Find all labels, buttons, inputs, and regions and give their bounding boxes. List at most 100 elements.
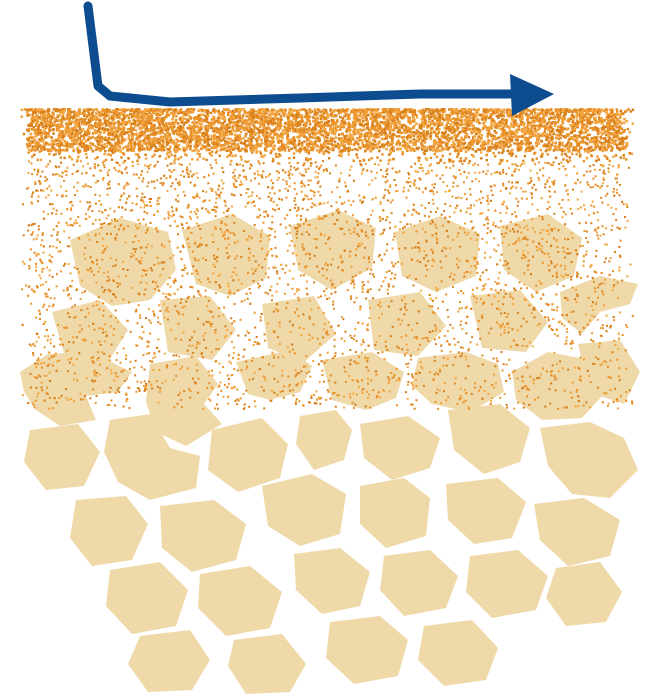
fine-particle bbox=[428, 202, 430, 204]
fine-particle bbox=[601, 363, 603, 365]
fine-particle bbox=[98, 296, 100, 298]
fine-particle bbox=[365, 357, 367, 359]
fine-particle bbox=[632, 315, 634, 317]
fine-particle bbox=[102, 245, 104, 247]
fine-particle bbox=[607, 204, 609, 206]
fine-particle bbox=[446, 185, 448, 187]
fine-particle bbox=[377, 304, 379, 306]
fine-particle bbox=[508, 327, 510, 329]
fine-particle bbox=[552, 228, 554, 230]
fine-particle bbox=[102, 238, 104, 240]
fine-particle bbox=[511, 328, 513, 330]
fine-particle bbox=[449, 167, 451, 169]
fine-particle bbox=[530, 170, 532, 172]
fine-particle bbox=[391, 300, 393, 302]
fine-particle bbox=[219, 363, 221, 365]
fine-particle bbox=[135, 129, 137, 131]
fine-particle bbox=[344, 331, 346, 333]
fine-particle bbox=[320, 165, 322, 167]
fine-particle bbox=[309, 258, 311, 260]
fine-particle bbox=[476, 301, 478, 303]
fine-particle bbox=[362, 323, 364, 325]
fine-particle bbox=[357, 245, 359, 247]
fine-particle bbox=[474, 382, 476, 384]
fine-particle bbox=[328, 321, 330, 323]
fine-particle bbox=[549, 206, 551, 208]
fine-particle bbox=[146, 205, 148, 207]
fine-particle bbox=[611, 225, 613, 227]
fine-particle bbox=[422, 338, 424, 340]
grain bbox=[296, 410, 352, 470]
fine-particle bbox=[157, 317, 159, 319]
fine-particle bbox=[389, 391, 391, 393]
fine-particle bbox=[180, 399, 182, 401]
fine-particle bbox=[121, 216, 123, 218]
fine-particle bbox=[296, 230, 298, 232]
fine-particle bbox=[233, 222, 235, 224]
fine-particle bbox=[157, 257, 159, 259]
fine-particle bbox=[154, 187, 156, 189]
fine-particle bbox=[249, 252, 251, 254]
fine-particle bbox=[40, 159, 42, 161]
fine-particle bbox=[529, 182, 531, 184]
fine-particle bbox=[495, 383, 497, 385]
fine-particle bbox=[564, 257, 566, 259]
fine-particle bbox=[381, 153, 383, 155]
fine-particle bbox=[152, 357, 154, 359]
fine-particle bbox=[137, 381, 139, 383]
fine-particle bbox=[393, 233, 395, 235]
fine-particle bbox=[502, 226, 504, 228]
fine-particle bbox=[175, 375, 177, 377]
fine-particle bbox=[146, 353, 148, 355]
fine-particle bbox=[43, 190, 45, 192]
fine-particle bbox=[583, 405, 585, 407]
fine-particle bbox=[343, 233, 345, 235]
fine-particle bbox=[102, 328, 104, 330]
fine-particle bbox=[358, 386, 360, 388]
fine-particle bbox=[539, 232, 541, 234]
fine-particle bbox=[563, 211, 565, 213]
fine-particle bbox=[398, 123, 400, 125]
fine-particle bbox=[109, 223, 111, 225]
fine-particle bbox=[245, 178, 247, 180]
fine-particle bbox=[234, 169, 236, 171]
fine-particle bbox=[384, 277, 386, 279]
fine-particle bbox=[286, 233, 288, 235]
fine-particle bbox=[303, 366, 305, 368]
fine-particle bbox=[384, 194, 386, 196]
fine-particle bbox=[350, 204, 352, 206]
fine-particle bbox=[91, 210, 93, 212]
fine-particle bbox=[466, 234, 468, 236]
fine-particle bbox=[70, 201, 72, 203]
fine-particle bbox=[46, 188, 48, 190]
fine-particle bbox=[285, 265, 287, 267]
fine-particle bbox=[88, 325, 90, 327]
fine-particle bbox=[515, 155, 517, 157]
fine-particle bbox=[273, 392, 275, 394]
fine-particle bbox=[452, 165, 454, 167]
fine-particle bbox=[413, 300, 415, 302]
fine-particle bbox=[174, 278, 176, 280]
fine-particle bbox=[401, 153, 403, 155]
fine-particle bbox=[565, 340, 567, 342]
fine-particle bbox=[460, 320, 462, 322]
fine-particle bbox=[460, 173, 462, 175]
fine-particle bbox=[257, 283, 259, 285]
fine-particle bbox=[484, 257, 486, 259]
fine-particle bbox=[561, 314, 563, 316]
fine-particle bbox=[303, 175, 305, 177]
fine-particle bbox=[585, 237, 587, 239]
fine-particle bbox=[567, 248, 569, 250]
fine-particle bbox=[276, 291, 278, 293]
fine-particle bbox=[371, 157, 373, 159]
fine-particle bbox=[177, 158, 179, 160]
fine-particle bbox=[413, 225, 415, 227]
fine-particle bbox=[96, 300, 98, 302]
fine-particle bbox=[389, 221, 391, 223]
fine-particle bbox=[71, 306, 73, 308]
fine-particle bbox=[296, 227, 298, 229]
fine-particle bbox=[134, 125, 136, 127]
fine-particle bbox=[60, 186, 62, 188]
fine-particle bbox=[125, 275, 127, 277]
fine-particle bbox=[208, 310, 210, 312]
